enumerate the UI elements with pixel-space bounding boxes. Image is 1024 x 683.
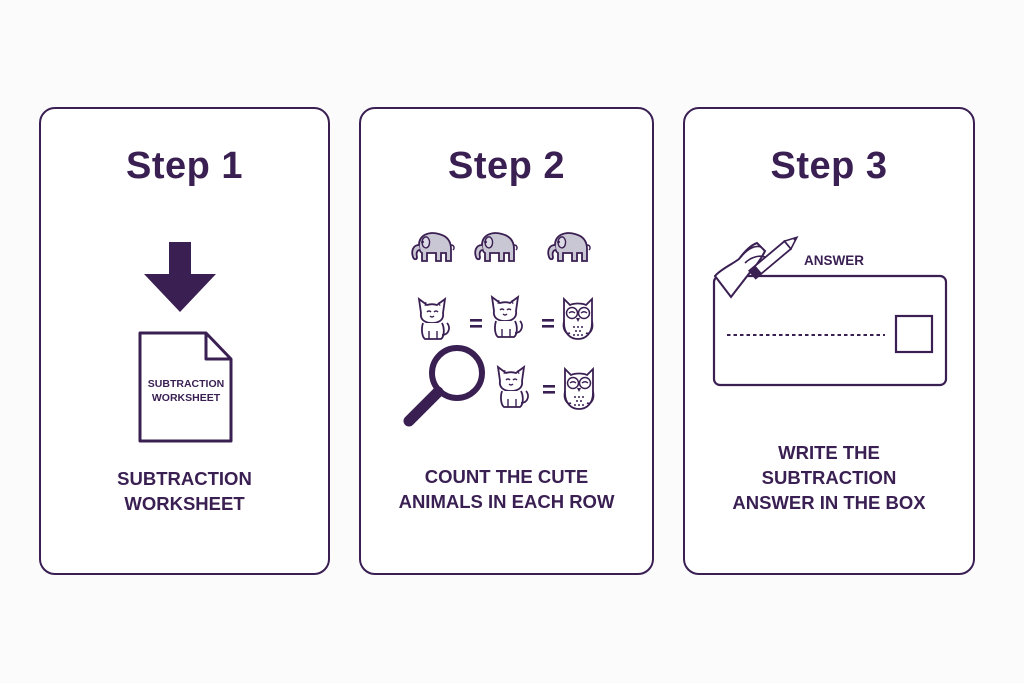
down-arrow-icon — [144, 242, 216, 312]
document-icon: SUBTRACTION WORKSHEET — [138, 331, 233, 443]
equals-icon — [470, 319, 482, 328]
elephant-icon — [547, 232, 591, 262]
step-2-card: Step 2 COUNT THE CUTE ANIMALS IN EACH RO… — [359, 107, 654, 575]
step-1-caption: SUBTRACTION WORKSHEET — [51, 466, 318, 516]
step-1-title: Step 1 — [125, 145, 244, 187]
equals-icon — [542, 319, 554, 328]
cat-icon — [491, 296, 523, 338]
cat-icon — [497, 366, 529, 408]
magnifier-icon — [403, 345, 485, 427]
step-3-caption: WRITE THE SUBTRACTION ANSWER IN THE BOX — [695, 440, 963, 515]
owl-icon — [562, 298, 594, 340]
elephant-icon — [474, 232, 518, 262]
cat-icon — [418, 298, 450, 340]
step-3-title: Step 3 — [770, 145, 888, 187]
document-label-line2: WORKSHEET — [152, 392, 221, 404]
step-1-caption-line2: WORKSHEET — [124, 493, 245, 514]
step-1-caption-line1: SUBTRACTION — [117, 468, 252, 489]
answer-label: ANSWER — [804, 253, 864, 268]
hand-pencil-icon — [713, 235, 799, 299]
document-label-line1: SUBTRACTION — [148, 378, 224, 390]
step-3-caption-line1: WRITE THE — [778, 442, 880, 463]
step-2-caption-line2: ANIMALS IN EACH ROW — [398, 491, 615, 512]
step-2-caption: COUNT THE CUTE ANIMALS IN EACH ROW — [371, 464, 642, 514]
step-1-illustration: SUBTRACTION WORKSHEET — [138, 242, 233, 443]
step-2-illustration — [403, 232, 595, 427]
step-1-card: Step 1 SUBTRACTION WORKSHEET SUBTRACTION… — [39, 107, 330, 575]
step-2-caption-line1: COUNT THE CUTE — [424, 466, 589, 487]
step-3-illustration: ANSWER — [712, 235, 948, 387]
step-2-title: Step 2 — [447, 145, 566, 187]
owl-icon — [563, 368, 595, 410]
answer-box-icon — [712, 274, 948, 387]
step-3-caption-line3: ANSWER IN THE BOX — [732, 492, 926, 513]
equals-icon — [543, 385, 555, 394]
elephant-icon — [411, 232, 455, 262]
step-3-card: Step 3 ANSWER WRITE THE SUBTRACTION ANSW… — [683, 107, 975, 575]
step-3-caption-line2: SUBTRACTION — [761, 467, 897, 488]
